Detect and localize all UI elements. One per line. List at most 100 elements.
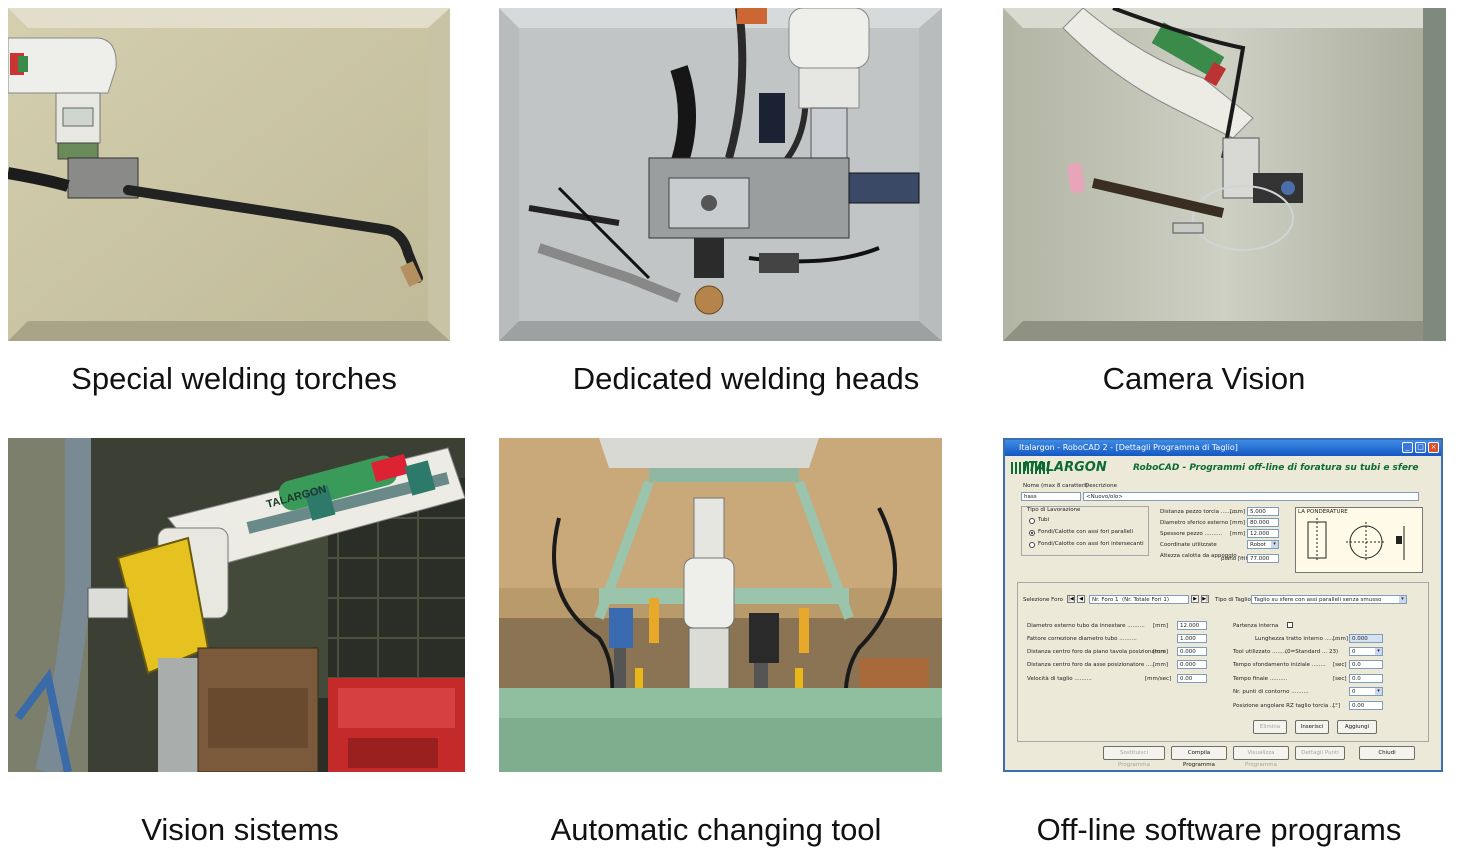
rf-label-0: Distanza pezzo torcia .......... [1160, 509, 1239, 515]
rf-field-4[interactable]: 77.000 [1247, 554, 1279, 563]
lp-field-1[interactable]: 1.000 [1177, 634, 1207, 643]
photo-camera-vision [1003, 8, 1446, 341]
lp-label-1: Fattore correzione diametro tubo .......… [1027, 636, 1137, 642]
lp-field-2[interactable]: 0.000 [1177, 647, 1207, 656]
inserisci-button[interactable]: Inserisci [1295, 720, 1329, 734]
rp-field-3[interactable]: 0.0 [1349, 674, 1383, 683]
rp-label-2: Tempo sfondamento iniziale ........ [1233, 662, 1326, 668]
caption-special-welding-torches: Special welding torches [71, 361, 397, 396]
rp-label-3: Tempo finale .......... [1233, 676, 1288, 682]
aggiungi-button[interactable]: Aggiungi [1337, 720, 1377, 734]
rp-unit-0: [mm] [1333, 636, 1349, 642]
app-subtitle: RoboCAD - Programmi off-line di foratura… [1133, 463, 1419, 473]
geometry-diagram: LA PONDERATURE [1295, 507, 1423, 573]
rp-field-5[interactable]: 0.00 [1349, 701, 1383, 710]
rp-label-0: Lunghezza tratto interno .......... [1255, 636, 1343, 642]
lp-unit-4: [mm/sec] [1145, 676, 1172, 682]
rf-field-0[interactable]: 5.000 [1247, 507, 1279, 516]
dettagli-punti-button[interactable]: Dettagli Punti [1295, 746, 1345, 760]
rf-label-1: Diametro sferico esterno [1160, 520, 1229, 526]
lp-label-0: Diametro esterno tubo da innestare .....… [1027, 623, 1145, 629]
radio-tubi[interactable] [1029, 518, 1035, 524]
lp-label-4: Velocità di taglio .......... [1027, 676, 1092, 682]
chevron-down-icon[interactable]: ▾ [1375, 688, 1382, 695]
last-hole-button[interactable]: ▶| [1201, 595, 1209, 603]
rf-field-1[interactable]: 80.000 [1247, 518, 1279, 527]
rp-field-0[interactable]: 0.000 [1349, 634, 1383, 643]
lp-field-0[interactable]: 12.000 [1177, 621, 1207, 630]
punti-value: 0 [1352, 689, 1356, 695]
coordinate-select[interactable]: Robot ▾ [1247, 540, 1279, 549]
rf-field-2[interactable]: 12.000 [1247, 529, 1279, 538]
rf-label-2: Spessore pezzo .......... [1160, 531, 1222, 537]
first-hole-button[interactable]: |◀ [1067, 595, 1075, 603]
diagram-label: LA PONDERATURE [1298, 509, 1348, 515]
window-title: Italargon - RoboCAD 2 - [Dettagli Progra… [1019, 443, 1238, 452]
chiudi-button[interactable]: Chiudi [1359, 746, 1415, 760]
tool-value: 0 [1352, 649, 1356, 655]
rp-unit-5: [°] [1333, 703, 1341, 709]
brand-logo: ITALARGON [1023, 460, 1107, 475]
rf-unit-2: [mm] [1230, 531, 1246, 537]
name-label: Nome (max 8 caratteri) [1023, 483, 1088, 489]
caption-vision-sistems: Vision sistems [141, 812, 339, 847]
minimize-button[interactable]: _ [1402, 442, 1413, 453]
lp-label-2: Distanza centro foro da piano tavola pos… [1027, 649, 1166, 655]
brand-logo-bars [1011, 462, 1051, 474]
foro-label: Nr. Foro 1 [1092, 597, 1119, 603]
lp-unit-0: [mm] [1153, 623, 1169, 629]
rf-unit-4: piano [mm] [1221, 556, 1253, 562]
lp-field-3[interactable]: 0.000 [1177, 660, 1207, 669]
coordinate-value: Robot [1250, 542, 1266, 548]
rp-label-1: Tool utilizzato .......... [1233, 649, 1290, 655]
desc-field[interactable]: <Nuovo/olo> [1083, 492, 1419, 501]
photo-special-welding-torches [8, 8, 450, 341]
lav-option-2: Fondi/Calotte con assi fori intersecanti [1038, 541, 1144, 547]
tipo-taglio-select[interactable]: Taglio su sfere con assi paralleli senza… [1251, 595, 1407, 604]
compila-button[interactable]: Compila Programma [1171, 746, 1227, 768]
elimina-button[interactable]: Elimina [1253, 720, 1287, 734]
rp-unit-1: (0=Standard ... 23) [1285, 649, 1339, 655]
lp-unit-2: [mm] [1153, 649, 1169, 655]
close-button[interactable]: × [1428, 442, 1439, 453]
rf-label-3: Coordinate utilizzate [1160, 542, 1217, 548]
rp-label-4: Nr. punti di contorno .......... [1233, 689, 1309, 695]
lav-option-1: Fondi/Calotte con assi fori paralleli [1038, 529, 1134, 535]
radio-fondi-paralleli[interactable] [1029, 530, 1035, 536]
chevron-down-icon[interactable]: ▾ [1375, 648, 1382, 655]
window-titlebar[interactable]: Italargon - RoboCAD 2 - [Dettagli Progra… [1005, 440, 1441, 456]
sostituisci-button[interactable]: Sostituisci Programma [1103, 746, 1165, 768]
maximize-button[interactable]: □ [1415, 442, 1426, 453]
name-field[interactable]: hass [1021, 492, 1081, 501]
tipo-taglio-label: Tipo di Taglio [1215, 597, 1251, 603]
totali-label: (Nr. Totale Fori 1) [1121, 597, 1169, 603]
chevron-down-icon[interactable]: ▾ [1399, 596, 1406, 603]
tipo-taglio-value: Taglio su sfere con assi paralleli senza… [1254, 597, 1382, 603]
tool-select[interactable]: 0▾ [1349, 647, 1383, 656]
caption-automatic-changing-tool: Automatic changing tool [550, 812, 882, 847]
next-hole-button[interactable]: ▶ [1191, 595, 1199, 603]
rf-label-4: Altezza calotta da appoggio ...... [1160, 553, 1249, 559]
lavorazione-group [1021, 506, 1149, 556]
partenza-label: Partenza interna [1233, 623, 1279, 629]
rp-unit-2: [sec] [1333, 662, 1347, 668]
prev-hole-button[interactable]: ◀ [1077, 595, 1085, 603]
rp-field-2[interactable]: 0.0 [1349, 660, 1383, 669]
lav-option-0: Tubi [1038, 517, 1050, 523]
caption-dedicated-welding-heads: Dedicated welding heads [572, 361, 920, 396]
hole-selector[interactable]: Nr. Foro 1 (Nr. Totale Fori 1) [1089, 595, 1189, 604]
caption-off-line-software-programs: Off-line software programs [1036, 812, 1402, 847]
lav-group-label: Tipo di Lavorazione [1027, 507, 1081, 513]
lp-field-4[interactable]: 0.00 [1177, 674, 1207, 683]
partenza-checkbox[interactable] [1287, 622, 1293, 628]
chevron-down-icon[interactable]: ▾ [1271, 541, 1278, 548]
robocad-window: Italargon - RoboCAD 2 - [Dettagli Progra… [1003, 438, 1443, 772]
rp-label-5: Posizione angolare RZ taglio torcia .... [1233, 703, 1338, 709]
lp-label-3: Distanza centro foro da asse posizionato… [1027, 662, 1157, 668]
parameters-group [1017, 582, 1429, 742]
radio-fondi-intersecanti[interactable] [1029, 542, 1035, 548]
photo-automatic-changing-tool [499, 438, 942, 772]
caption-camera-vision: Camera Vision [1102, 361, 1306, 396]
visualizza-button[interactable]: Visualizza Programma [1233, 746, 1289, 768]
punti-select[interactable]: 0▾ [1349, 687, 1383, 696]
